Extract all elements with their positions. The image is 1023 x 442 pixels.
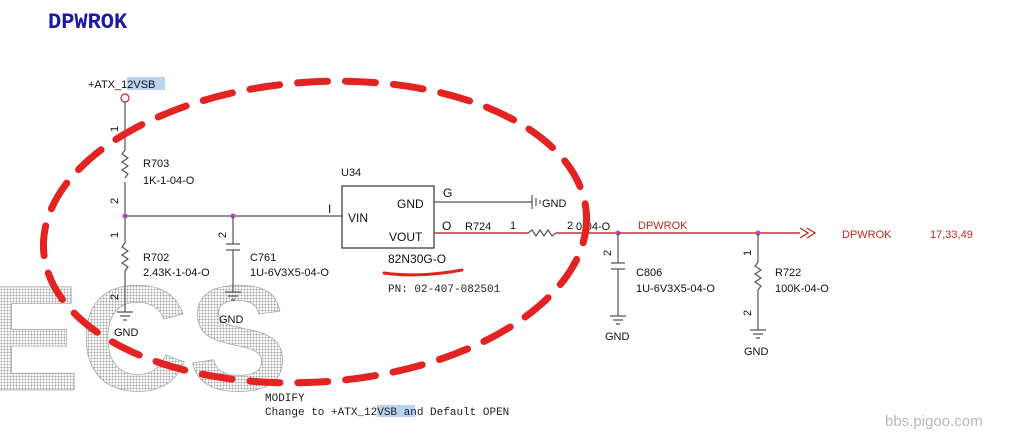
r722-value: 100K-04-O [775,283,829,295]
ecs-watermark: ECS [0,254,288,422]
offpage-label: DPWROK [842,229,892,241]
u34-gnd-label: GND [542,198,567,210]
r703-pin2: 2 [109,198,121,204]
r722-gnd-label: GND [744,346,769,358]
u34-part: 82N30G-O [388,252,446,266]
c761-value: 1U-6V3X5-04-O [250,267,329,279]
rail-label: +ATX_12VSB [88,79,155,91]
c761-capacitor [226,216,240,292]
modify-highlight [377,405,415,417]
annotation-ellipse [39,77,591,387]
c761-gnd-label: GND [219,314,244,326]
modify-title: MODIFY [265,393,305,405]
r722-pin2: 2 [742,310,754,316]
rail-connector [120,93,130,103]
r702-pin2: 2 [109,294,121,300]
r702-ref: R702 [143,252,169,264]
net-label: DPWROK [638,220,688,232]
c806-ref: C806 [636,267,662,279]
r703-ref: R703 [143,158,169,170]
r703-resistor [120,149,130,179]
r702-resistor [120,242,130,312]
r724-ref: R724 [465,221,491,233]
r703-pin1: 1 [109,126,121,132]
annotation-underline [382,268,464,277]
c761-pin2: 2 [217,232,229,238]
u34-pin-vout: VOUT [389,230,423,244]
u34-body [341,185,435,249]
r724-pin1: 1 [510,220,516,232]
c761-ground-icon [225,291,241,301]
c806-gnd-label: GND [605,331,630,343]
r703-value: 1K-1-04-O [143,175,195,187]
r722-resistor [753,233,763,330]
r724-resistor [527,228,557,238]
rail-highlight [127,77,165,90]
c761-ref: C761 [250,252,276,264]
c806-ground-icon [610,315,626,325]
c806-capacitor [611,233,625,316]
u34-tag-gnd: G [443,186,452,200]
offpage-pages: 17,33,49 [930,229,973,241]
r722-pin1: 1 [742,250,754,256]
r702-ground-icon [117,311,133,321]
site-watermark: bbs.pigoo.com [885,413,983,430]
u34-pin-gnd: GND [397,197,424,211]
r724-value: 0-04-O [576,221,611,233]
u34-ground-icon [531,195,541,209]
u34-ref: U34 [341,167,361,179]
r722-ref: R722 [775,267,801,279]
modify-note: Change to +ATX_12VSB and Default OPEN [265,407,509,419]
r702-pin1: 1 [109,232,121,238]
r702-value: 2.43K-1-04-O [143,267,210,279]
page-title: DPWROK [48,10,128,35]
c806-pin2: 2 [602,250,614,256]
part-number: PN: 02-407-082501 [388,284,501,296]
u34-tag-in: I [328,202,331,216]
offpage-arrow-icon [799,227,817,239]
u34-tag-out: O [442,219,451,233]
r724-pin2: 2 [567,220,573,232]
r702-gnd-label: GND [114,327,139,339]
u34-pin-vin: VIN [348,211,368,225]
c806-value: 1U-6V3X5-04-O [636,283,715,295]
r722-ground-icon [750,329,766,339]
